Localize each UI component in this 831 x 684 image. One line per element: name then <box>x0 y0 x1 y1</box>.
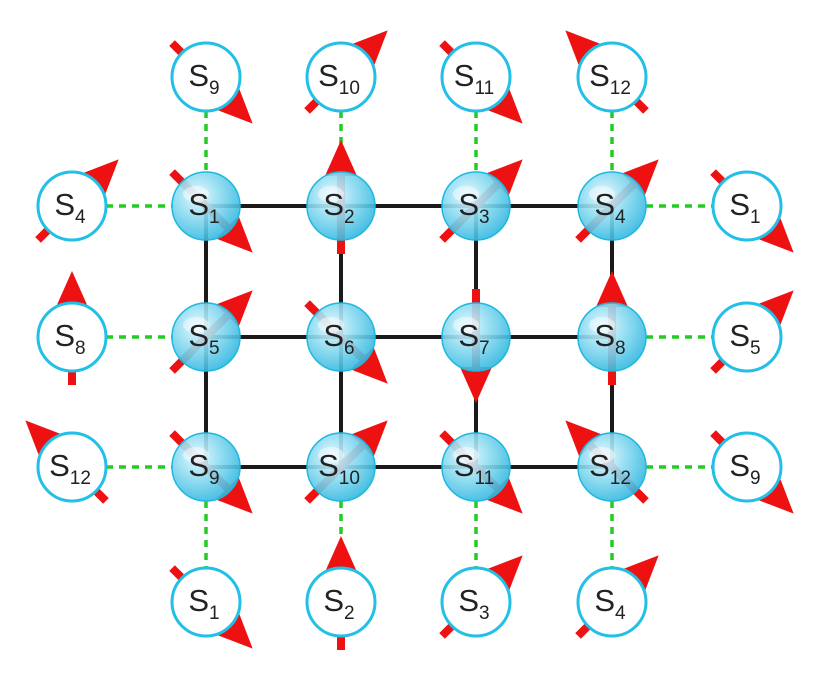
site-label: S12 <box>49 448 91 489</box>
site-label: S2 <box>323 187 354 228</box>
site-label: S1 <box>188 187 219 228</box>
site-label: S11 <box>454 448 494 489</box>
site-label: S9 <box>188 58 219 99</box>
lattice-site-s8: S8 <box>577 302 647 372</box>
site-label: S8 <box>594 318 625 359</box>
lattice-site-s4: S4 <box>577 171 647 241</box>
ghost-site-bottom-1: S1 <box>170 566 242 638</box>
lattice-site-s3: S3 <box>441 171 511 241</box>
ghost-site-left-2: S8 <box>36 301 108 373</box>
lattice-site-s2: S2 <box>306 171 376 241</box>
site-label: S6 <box>323 318 354 359</box>
lattice-site-s7: S7 <box>441 302 511 372</box>
lattice-site-s5: S5 <box>171 302 241 372</box>
site-label: S1 <box>188 583 219 624</box>
site-label: S12 <box>589 58 631 99</box>
ghost-site-top-4: S12 <box>576 41 648 113</box>
spin-arrows <box>25 30 794 650</box>
lattice-site-s10: S10 <box>306 432 376 502</box>
site-label: S12 <box>589 448 631 489</box>
site-label: S7 <box>458 318 489 359</box>
ghost-site-right-3: S9 <box>711 431 783 503</box>
site-label: S10 <box>318 448 360 489</box>
site-label: S5 <box>188 318 219 359</box>
lattice-site-s1: S1 <box>171 171 241 241</box>
ghost-site-top-2: S10 <box>305 41 377 113</box>
site-label: S10 <box>318 58 360 99</box>
site-label: S2 <box>323 583 354 624</box>
ghost-site-top-3: S11 <box>440 41 512 113</box>
site-label: S11 <box>454 58 494 99</box>
site-label: S3 <box>458 187 489 228</box>
ghost-site-bottom-3: S3 <box>440 566 512 638</box>
site-label: S5 <box>729 318 760 359</box>
site-label: S9 <box>188 448 219 489</box>
ghost-site-right-1: S1 <box>711 170 783 242</box>
lattice-site-s12: S12 <box>577 432 647 502</box>
ghost-site-left-1: S4 <box>36 170 108 242</box>
ghost-site-left-3: S12 <box>36 431 108 503</box>
ghost-site-bottom-2: S2 <box>305 566 377 638</box>
site-label: S9 <box>729 448 760 489</box>
ghost-site-bottom-4: S4 <box>576 566 648 638</box>
lattice-site-s6: S6 <box>306 302 376 372</box>
lattice-site-s11: S11 <box>441 432 511 502</box>
ghost-site-right-2: S5 <box>711 301 783 373</box>
site-label: S4 <box>54 187 86 228</box>
site-label: S3 <box>458 583 489 624</box>
ghost-site-top-1: S9 <box>170 41 242 113</box>
lattice-bonds <box>204 204 614 469</box>
site-label: S4 <box>594 187 626 228</box>
site-label: S4 <box>594 583 626 624</box>
site-label: S8 <box>54 318 85 359</box>
lattice-site-s9: S9 <box>171 432 241 502</box>
site-label: S1 <box>729 187 760 228</box>
